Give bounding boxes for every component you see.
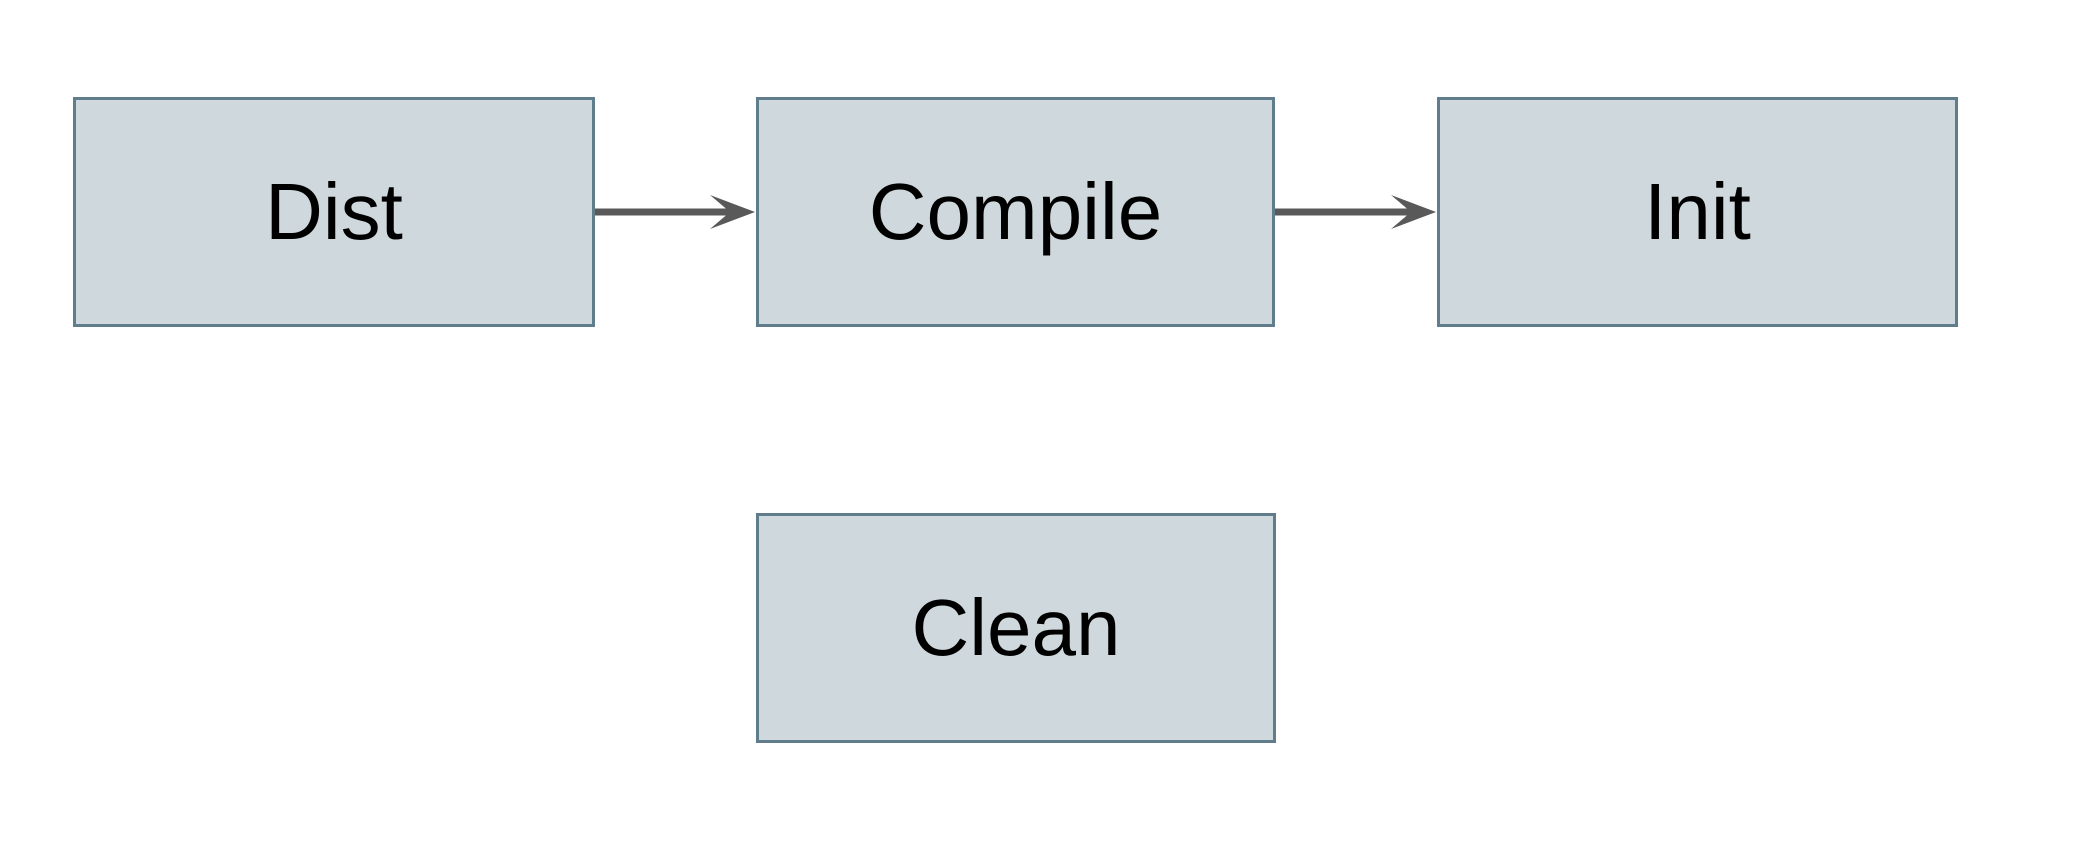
node-init[interactable]: Init [1437,97,1958,327]
node-label-compile: Compile [868,167,1163,256]
node-label-init: Init [1644,167,1751,256]
arrow-head-icon [710,195,755,229]
node-dist[interactable]: Dist [73,97,595,327]
node-label-clean: Clean [911,583,1121,672]
arrow-compile-to-init[interactable] [1275,195,1436,229]
arrow-dist-to-compile[interactable] [595,195,755,229]
node-clean[interactable]: Clean [756,513,1276,743]
node-label-dist: Dist [265,167,403,256]
arrow-head-icon [1391,195,1436,229]
node-compile[interactable]: Compile [756,97,1275,327]
